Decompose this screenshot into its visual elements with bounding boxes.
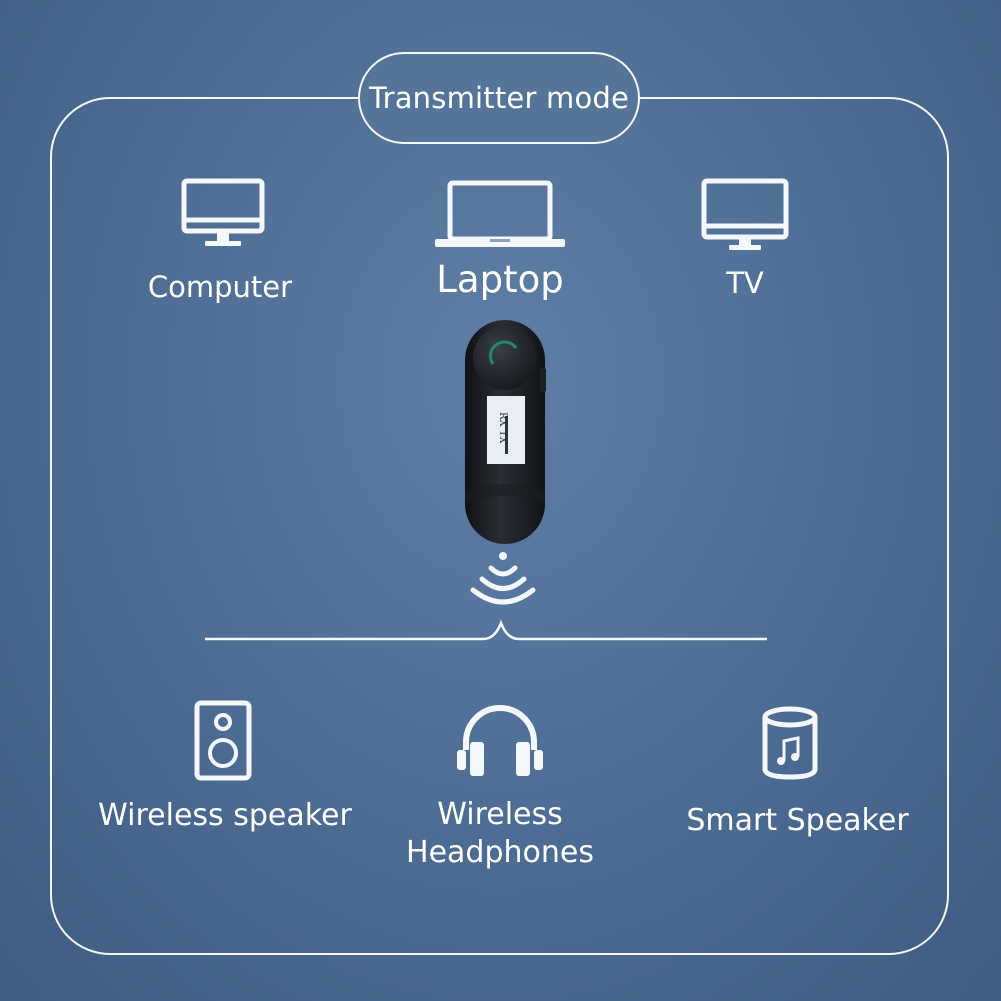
distribution-line <box>205 619 767 641</box>
laptop-icon <box>435 180 565 247</box>
source-label-computer: Computer <box>147 270 293 304</box>
source-label-tv: TV <box>726 266 764 300</box>
wireless-signal-icon <box>470 552 536 605</box>
desktop-monitor-icon <box>181 178 265 246</box>
sink-label-headphones-line1: Wireless <box>437 797 563 832</box>
sink-label-headphones-line2: Headphones <box>406 835 594 870</box>
svg-text:RX TX: RX TX <box>497 412 508 444</box>
smart-speaker-icon <box>762 706 818 780</box>
source-label-laptop: Laptop <box>436 258 564 301</box>
tv-icon <box>701 178 789 250</box>
speaker-box-icon <box>194 700 252 781</box>
sink-label-wireless-speaker: Wireless speaker <box>98 798 352 833</box>
sink-label-smart-speaker: Smart Speaker <box>686 803 909 838</box>
headphones-icon <box>457 705 543 776</box>
mode-title-text: Transmitter mode <box>368 81 630 115</box>
bluetooth-transmitter-device: RX TX <box>465 320 546 544</box>
mode-title: Transmitter mode <box>358 52 640 144</box>
